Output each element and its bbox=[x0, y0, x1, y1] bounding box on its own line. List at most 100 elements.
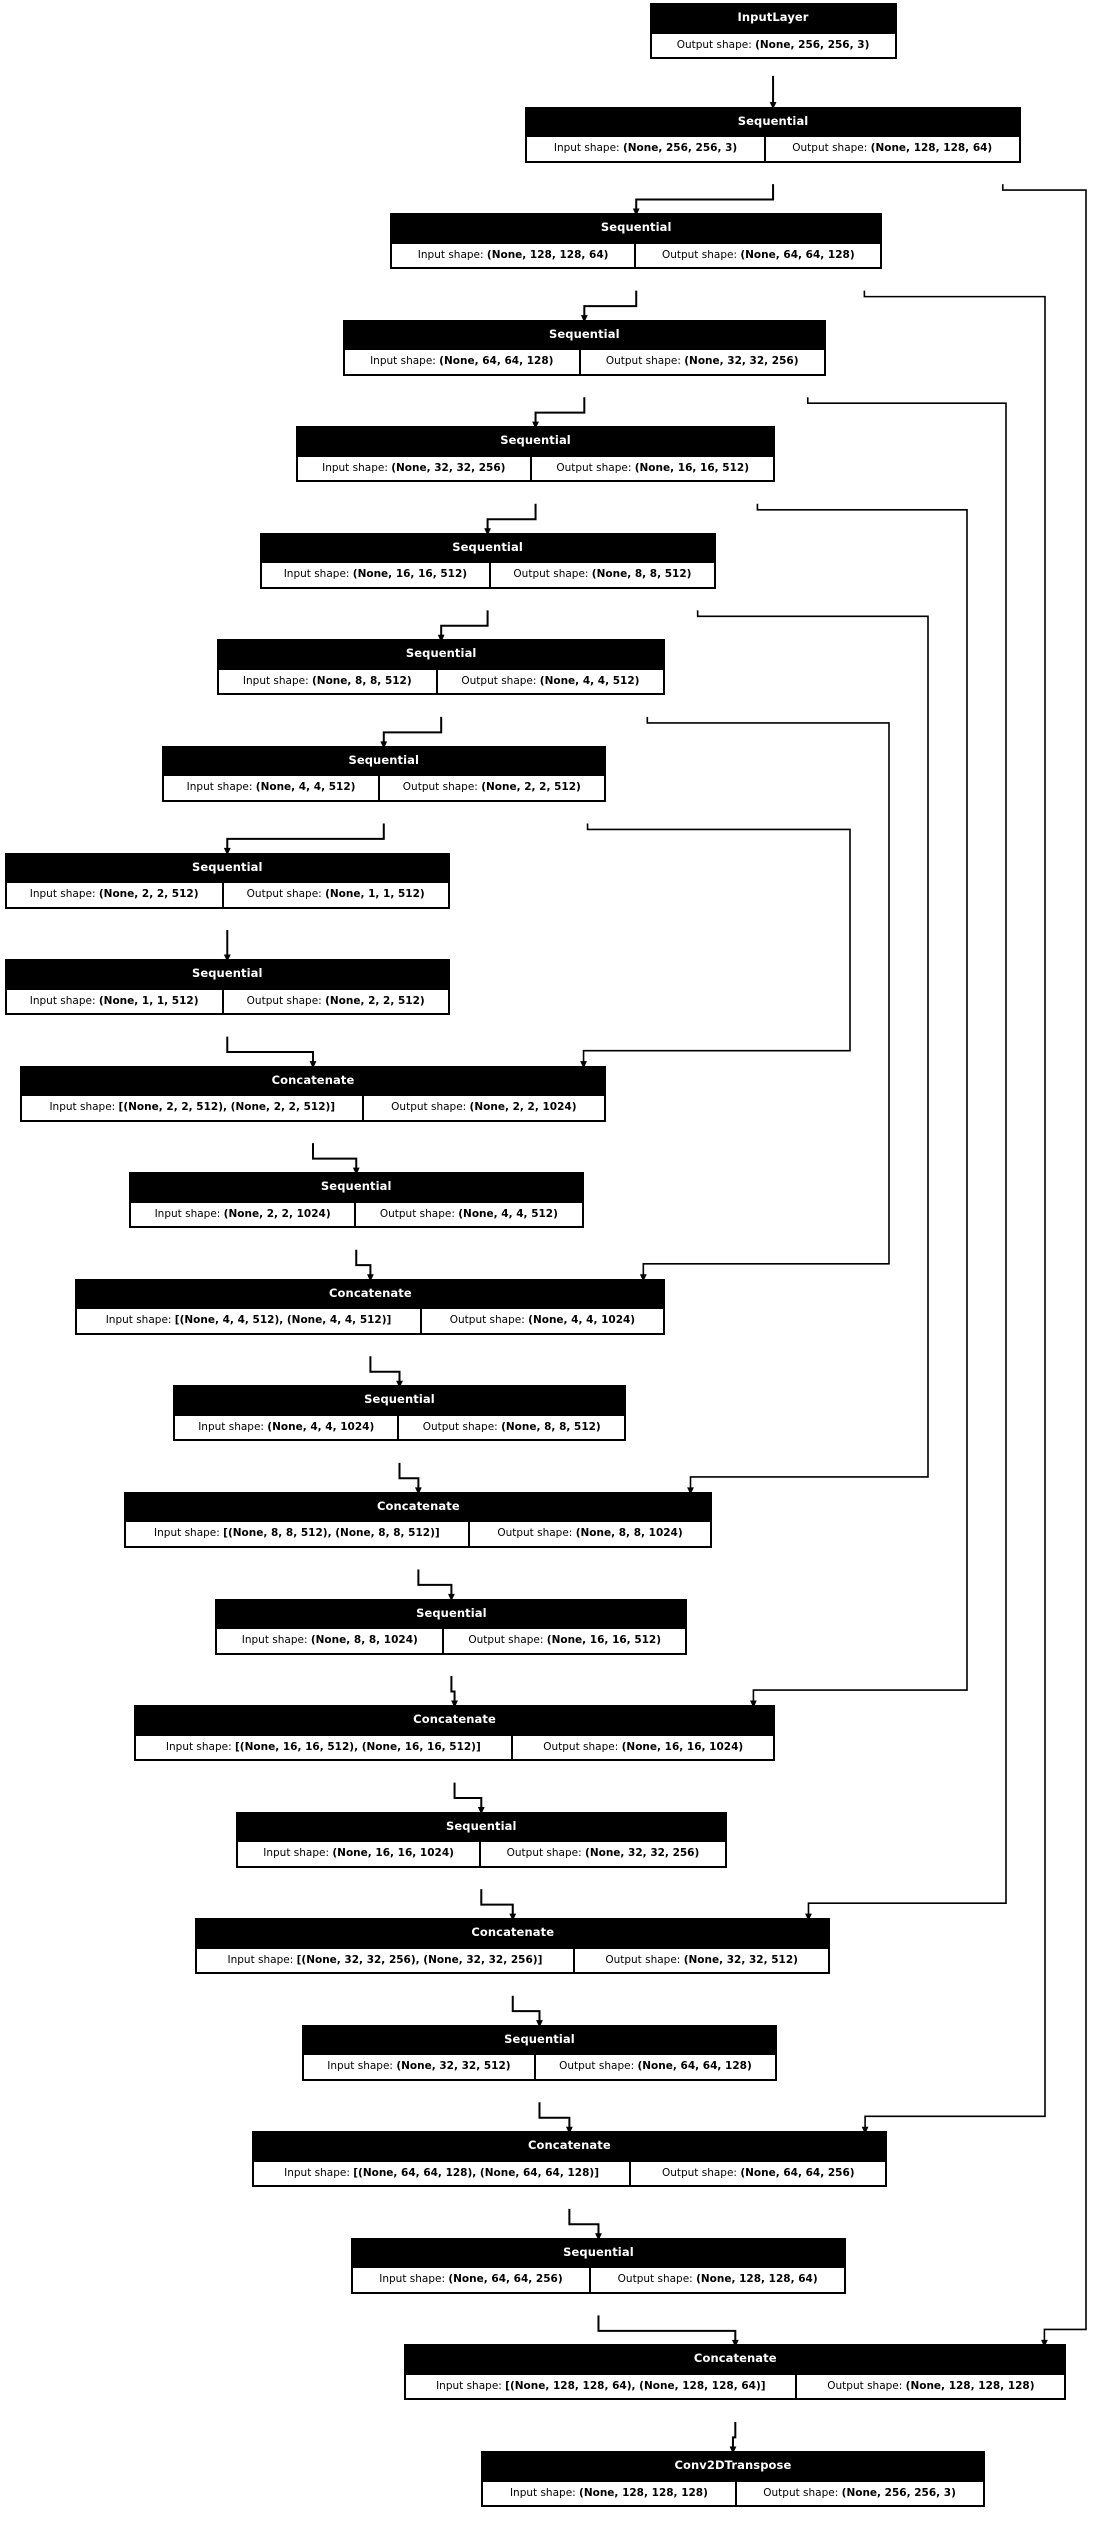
edge-sequential bbox=[369, 1356, 403, 1389]
output-shape-value: (None, 2, 2, 512) bbox=[325, 994, 425, 1007]
node-title: Concatenate bbox=[22, 1067, 604, 1095]
node-title: Sequential bbox=[303, 2026, 775, 2054]
node-output-shape: Output shape: (None, 256, 256, 3) bbox=[734, 2481, 983, 2506]
node-input-shape: Input shape: (None, 128, 128, 64) bbox=[392, 243, 635, 268]
node-shape-row: Input shape: (None, 8, 8, 512)Output sha… bbox=[219, 667, 664, 694]
edge-sequential bbox=[597, 2315, 739, 2348]
node-shape-row: Output shape: (None, 256, 256, 3) bbox=[651, 31, 895, 58]
node-shape-row: Input shape: (None, 1, 1, 512)Output sha… bbox=[6, 987, 448, 1014]
node-shape-row: Input shape: (None, 64, 64, 256)Output s… bbox=[352, 2266, 845, 2292]
input-shape-value: [(None, 16, 16, 512), (None, 16, 16, 512… bbox=[235, 1740, 481, 1753]
edge-sequential bbox=[568, 2208, 602, 2241]
output-shape-value: (None, 8, 8, 1024) bbox=[575, 1527, 683, 1540]
input-shape-label: Input shape: bbox=[436, 2379, 502, 2392]
output-shape-label: Output shape: bbox=[617, 2273, 693, 2286]
node-output-shape: Output shape: (None, 8, 8, 512) bbox=[397, 1415, 624, 1440]
input-shape-value: [(None, 4, 4, 512), (None, 4, 4, 512)] bbox=[174, 1314, 392, 1327]
node-shape-row: Input shape: [(None, 4, 4, 512), (None, … bbox=[77, 1307, 664, 1333]
node-shape-row: Input shape: (None, 2, 2, 512)Output sha… bbox=[6, 881, 448, 907]
output-shape-label: Output shape: bbox=[497, 1527, 573, 1540]
node-title: Concatenate bbox=[253, 2133, 886, 2160]
node-shape-row: Input shape: [(None, 64, 64, 128), (None… bbox=[253, 2159, 886, 2186]
node-output-shape: Output shape: (None, 64, 64, 256) bbox=[629, 2161, 886, 2186]
output-shape-value: (None, 256, 256, 3) bbox=[841, 2486, 956, 2499]
node-title: Sequential bbox=[392, 215, 881, 242]
input-shape-label: Input shape: bbox=[417, 248, 484, 261]
node-shape-row: Input shape: (None, 32, 32, 256)Output s… bbox=[297, 454, 774, 481]
input-shape-label: Input shape: bbox=[327, 2060, 393, 2073]
input-shape-value: (None, 2, 2, 512) bbox=[98, 888, 199, 901]
input-shape-value: (None, 32, 32, 512) bbox=[396, 2060, 511, 2073]
node-output-shape: Output shape: (None, 16, 16, 1024) bbox=[511, 1735, 774, 1760]
output-shape-value: (None, 2, 2, 512) bbox=[481, 781, 581, 794]
input-shape-label: Input shape: bbox=[322, 461, 388, 474]
node-title: InputLayer bbox=[651, 5, 895, 32]
edge-sequential bbox=[580, 290, 638, 323]
node-input-shape: Input shape: [(None, 8, 8, 512), (None, … bbox=[126, 1522, 468, 1546]
node-title: Sequential bbox=[217, 1600, 686, 1627]
node-title: Conv2DTranspose bbox=[483, 2453, 983, 2480]
edge-sequential bbox=[450, 1676, 458, 1708]
input-shape-label: Input shape: bbox=[509, 2486, 576, 2499]
node-shape-row: Input shape: [(None, 32, 32, 256), (None… bbox=[197, 1946, 829, 1973]
output-shape-label: Output shape: bbox=[792, 142, 868, 155]
node-input-shape: Input shape: [(None, 2, 2, 512), (None, … bbox=[22, 1096, 363, 1120]
edge-sequential bbox=[223, 823, 385, 856]
node-output-shape: Output shape: (None, 128, 128, 64) bbox=[589, 2268, 845, 2292]
node-output-shape: Output shape: (None, 4, 4, 1024) bbox=[419, 1309, 664, 1333]
edge-skip bbox=[639, 716, 890, 1282]
node-shape-row: Input shape: [(None, 16, 16, 512), (None… bbox=[135, 1733, 774, 1760]
output-shape-value: (None, 16, 16, 512) bbox=[634, 461, 749, 474]
input-shape-value: [(None, 8, 8, 512), (None, 8, 8, 512)] bbox=[223, 1527, 440, 1540]
node-shape-row: Input shape: (None, 4, 4, 512)Output sha… bbox=[164, 774, 604, 800]
edge-sequential bbox=[632, 184, 775, 216]
node-title: Sequential bbox=[6, 961, 448, 988]
node-input-shape: Input shape: (None, 64, 64, 256) bbox=[352, 2268, 590, 2292]
output-shape-label: Output shape: bbox=[422, 1420, 498, 1433]
output-shape-value: (None, 16, 16, 1024) bbox=[621, 1740, 744, 1753]
output-shape-label: Output shape: bbox=[449, 1314, 525, 1327]
output-shape-label: Output shape: bbox=[246, 888, 322, 901]
node-title: Concatenate bbox=[406, 2346, 1065, 2373]
input-shape-label: Input shape: bbox=[165, 1740, 232, 1753]
node-input-shape: Input shape: (None, 256, 256, 3) bbox=[527, 137, 764, 161]
output-shape-label: Output shape: bbox=[246, 994, 322, 1007]
node-output-shape: Output shape: (None, 64, 64, 128) bbox=[533, 2055, 775, 2079]
output-shape-value: (None, 128, 128, 64) bbox=[696, 2273, 818, 2286]
node-input-shape: Input shape: (None, 8, 8, 512) bbox=[219, 669, 436, 694]
edge-sequential bbox=[453, 1782, 485, 1815]
output-shape-value: (None, 4, 4, 1024) bbox=[528, 1314, 636, 1327]
input-shape-value: (None, 64, 64, 256) bbox=[448, 2273, 563, 2286]
output-shape-label: Output shape: bbox=[513, 568, 589, 581]
input-shape-label: Input shape: bbox=[29, 994, 96, 1007]
output-shape-value: (None, 32, 32, 256) bbox=[684, 355, 799, 368]
node-shape-row: Input shape: (None, 128, 128, 64)Output … bbox=[392, 241, 881, 268]
node-output-shape: Output shape: (None, 8, 8, 512) bbox=[489, 563, 714, 587]
node-output-shape: Output shape: (None, 16, 16, 512) bbox=[529, 456, 774, 481]
edge-skip bbox=[805, 397, 1007, 1922]
